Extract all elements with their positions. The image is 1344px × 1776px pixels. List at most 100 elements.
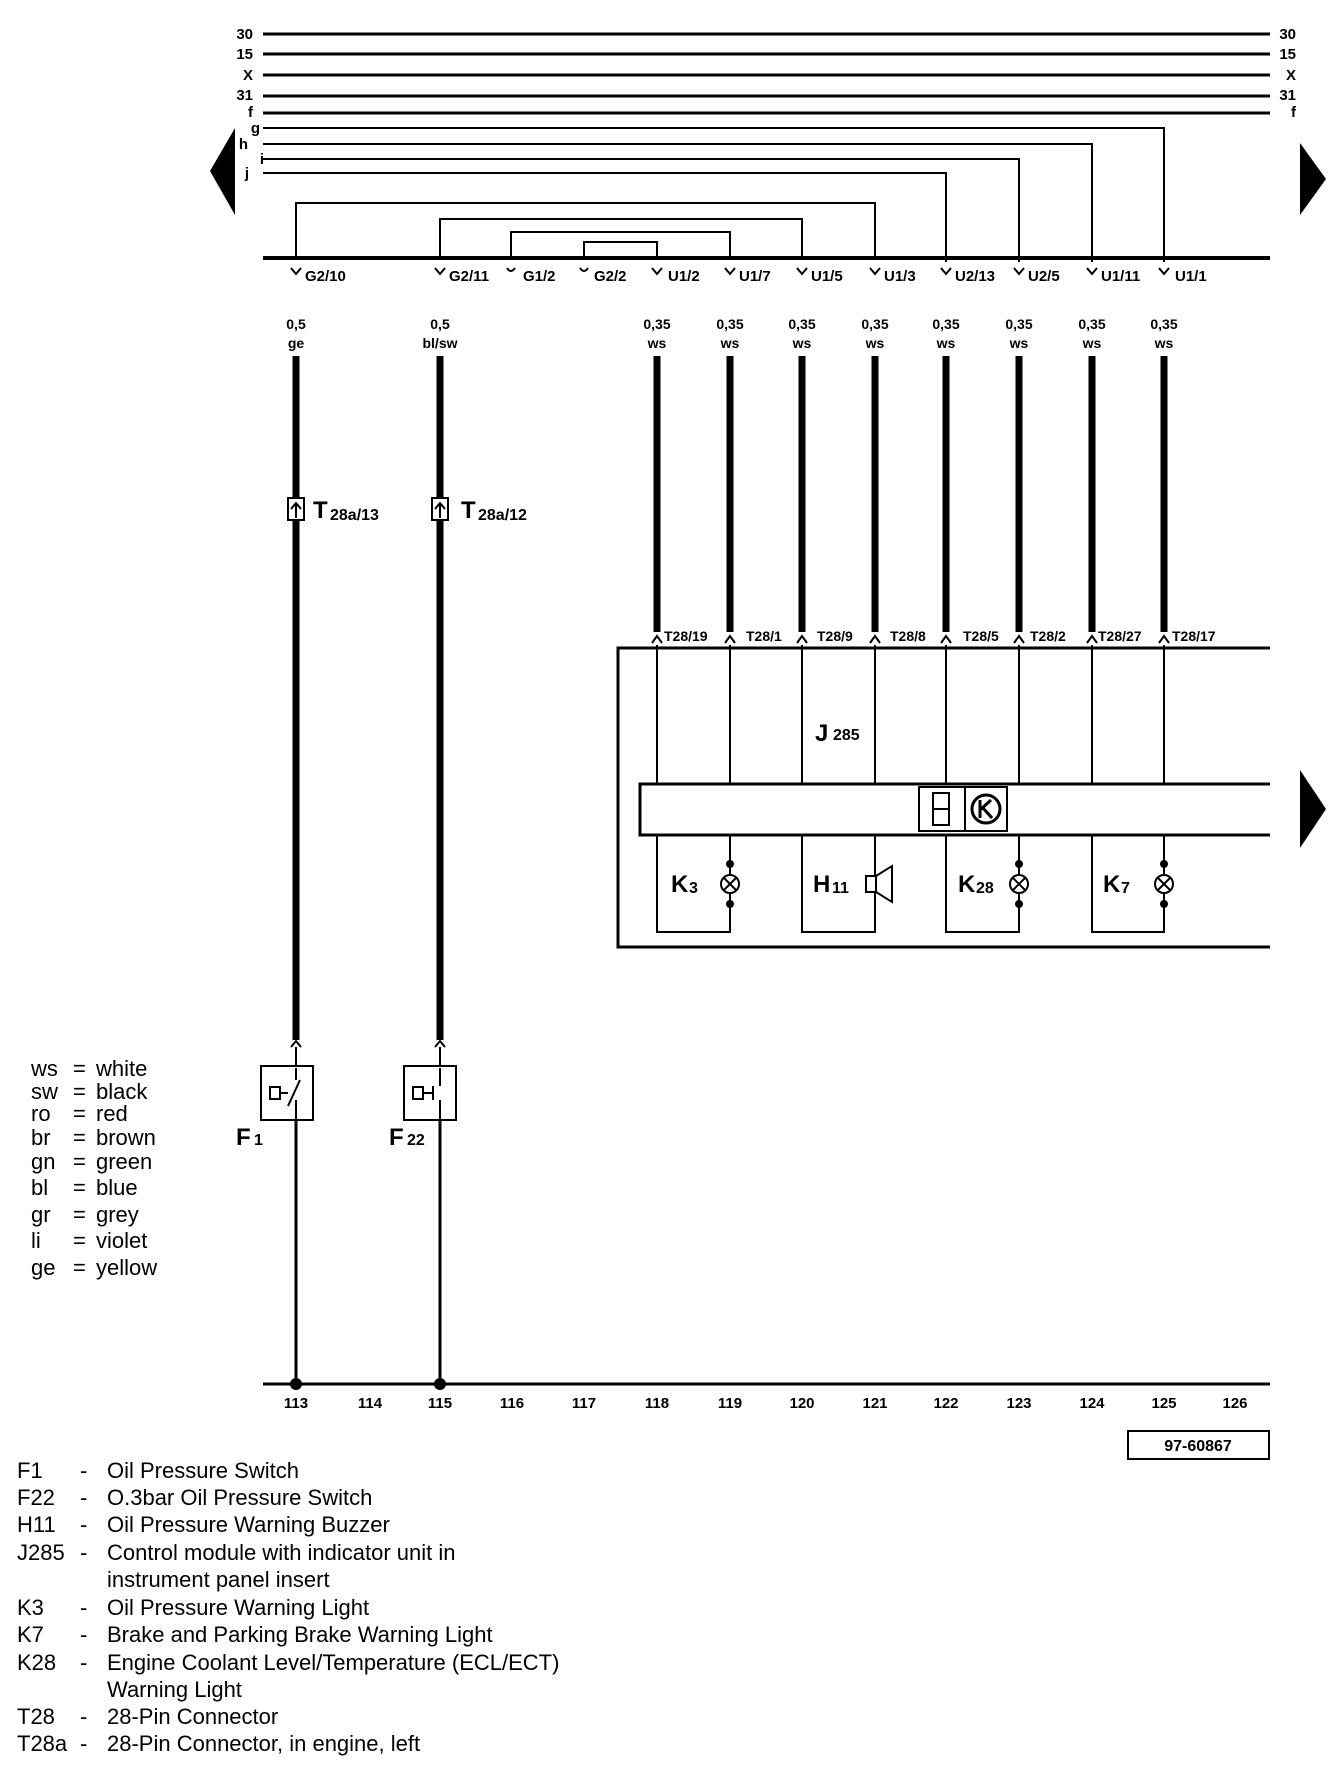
wire-size-g2-11: 0,5 bbox=[430, 316, 450, 332]
legend-dash: - bbox=[80, 1622, 87, 1647]
wire-color-u1-2: ws bbox=[647, 335, 667, 351]
jumper-g2-2-u1-2 bbox=[583, 241, 658, 258]
column-number: 118 bbox=[645, 1395, 669, 1412]
equals-sign: = bbox=[73, 1125, 86, 1150]
jumper-g2-10-u1-3 bbox=[295, 202, 876, 258]
wire-end-marker-f1 bbox=[290, 1039, 302, 1048]
t28-label-27: T28/27 bbox=[1098, 628, 1142, 644]
bus-label-30-right: 30 bbox=[1279, 26, 1296, 43]
equals-sign: = bbox=[73, 1255, 86, 1280]
wire-color-u1-7: ws bbox=[720, 335, 740, 351]
jumper-g1-2-u1-7 bbox=[510, 231, 731, 258]
wire-size-u2-5: 0,35 bbox=[1005, 316, 1032, 332]
color-name: brown bbox=[96, 1125, 156, 1150]
wire-size-u1-3: 0,35 bbox=[861, 316, 888, 332]
wire-size-u2-13: 0,35 bbox=[932, 316, 959, 332]
color-code: ge bbox=[31, 1255, 55, 1280]
jumper-g2-11-u1-5 bbox=[439, 218, 803, 258]
t28a-13-sub: 28a/13 bbox=[330, 507, 379, 524]
switch-contact-f1-icon bbox=[280, 1068, 301, 1120]
legend-desc: Oil Pressure Switch bbox=[107, 1458, 299, 1483]
legend-desc: Control module with indicator unit in bbox=[107, 1540, 456, 1565]
legend-desc: Engine Coolant Level/Temperature (ECL/EC… bbox=[107, 1650, 559, 1675]
legend-dash: - bbox=[80, 1704, 87, 1729]
column-number: 121 bbox=[862, 1395, 887, 1412]
k3-label-main: K bbox=[671, 871, 689, 898]
legend-desc: 28-Pin Connector bbox=[107, 1704, 278, 1729]
legend-dash: - bbox=[80, 1731, 87, 1756]
legend-desc: Brake and Parking Brake Warning Light bbox=[107, 1622, 493, 1647]
legend-dash: - bbox=[80, 1650, 87, 1675]
ground-junction-113 bbox=[290, 1378, 302, 1390]
branch-line-j bbox=[263, 172, 947, 262]
legend-desc-cont: Warning Light bbox=[107, 1677, 242, 1702]
t28-label-9: T28/9 bbox=[817, 628, 853, 644]
t28-label-5: T28/5 bbox=[963, 628, 999, 644]
wire-end-marker-f22 bbox=[434, 1039, 446, 1048]
connector-arrow-icon bbox=[434, 501, 446, 518]
pin-label-g2-10: G2/10 bbox=[305, 268, 346, 285]
bus-lines bbox=[263, 32, 1270, 115]
equals-sign: = bbox=[73, 1202, 86, 1227]
column-number: 119 bbox=[718, 1395, 742, 1412]
column-number: 117 bbox=[572, 1395, 596, 1412]
t28-label-1: T28/1 bbox=[746, 628, 782, 644]
ground-junction-115 bbox=[434, 1378, 446, 1390]
legend-code: F22 bbox=[17, 1485, 55, 1510]
legend-dash: - bbox=[80, 1512, 87, 1537]
t28-marker-19 bbox=[651, 634, 663, 644]
switch-f1: F 1 bbox=[236, 1039, 314, 1151]
legend-desc: Oil Pressure Warning Buzzer bbox=[107, 1512, 390, 1537]
wire-color-u2-13: ws bbox=[936, 335, 956, 351]
equals-sign: = bbox=[73, 1101, 86, 1126]
wire-color-g2-10: ge bbox=[288, 335, 305, 351]
t28-marker-9 bbox=[796, 634, 808, 644]
pin-labels: G2/10 G2/11 G1/2 G2/2 U1/2 U1/7 U1/5 U1/… bbox=[305, 268, 1207, 285]
k-indicator-icon bbox=[970, 793, 1002, 825]
color-code: gn bbox=[31, 1149, 55, 1174]
branch-label-j: j bbox=[244, 165, 249, 182]
legend-code: T28a bbox=[17, 1731, 68, 1756]
branch-label-i: i bbox=[260, 151, 264, 168]
k28-label-main: K bbox=[958, 871, 976, 898]
pin-marker-g2-2 bbox=[579, 267, 589, 272]
pin-label-g2-11: G2/11 bbox=[449, 268, 489, 285]
continuation-arrow-right[interactable] bbox=[1300, 143, 1326, 215]
color-name: red bbox=[96, 1101, 128, 1126]
bus-label-x-right: X bbox=[1286, 67, 1296, 84]
bus-label-15: 15 bbox=[236, 46, 253, 63]
legend-code: K28 bbox=[17, 1650, 56, 1675]
pin-label-g2-2: G2/2 bbox=[594, 268, 627, 285]
t28-label-17: T28/17 bbox=[1172, 628, 1216, 644]
f22-label-sub: 22 bbox=[407, 1132, 425, 1149]
t28-marker-2 bbox=[1013, 634, 1025, 644]
color-code-legend: ws = white sw = black ro = red br = brow… bbox=[30, 1056, 157, 1280]
bus-label-f-right: f bbox=[1291, 104, 1297, 121]
t28-marker-1 bbox=[724, 634, 736, 644]
pin-marker-u2-5 bbox=[1013, 267, 1025, 276]
color-name: black bbox=[96, 1079, 148, 1104]
continuation-arrow-right-lower[interactable] bbox=[1300, 770, 1326, 848]
column-number: 123 bbox=[1006, 1395, 1031, 1412]
wires bbox=[292, 356, 1168, 1040]
continuation-arrow-left[interactable] bbox=[210, 128, 235, 215]
t28-label-19: T28/19 bbox=[664, 628, 708, 644]
wire-color-u1-11: ws bbox=[1082, 335, 1102, 351]
bus-label-31: 31 bbox=[236, 87, 253, 104]
pin-marker-g2-10 bbox=[290, 267, 302, 276]
wire-size-u1-2: 0,35 bbox=[643, 316, 670, 332]
legend-code: K7 bbox=[17, 1622, 44, 1647]
color-name: green bbox=[96, 1149, 152, 1174]
pin-label-u2-13: U2/13 bbox=[955, 268, 995, 285]
f1-label-sub: 1 bbox=[254, 1132, 263, 1149]
wire-color-u1-3: ws bbox=[865, 335, 885, 351]
column-number: 126 bbox=[1222, 1395, 1247, 1412]
pressure-sensor-f1-icon bbox=[269, 1086, 281, 1100]
wire-size-u1-5: 0,35 bbox=[788, 316, 815, 332]
pin-marker-u1-3 bbox=[869, 267, 881, 276]
pin-label-g1-2: G1/2 bbox=[523, 268, 556, 285]
pin-label-u1-2: U1/2 bbox=[668, 268, 700, 285]
legend-code: H11 bbox=[17, 1512, 56, 1537]
branch-labels: g h i j bbox=[239, 120, 264, 182]
j285-module: J 285 bbox=[616, 645, 1270, 949]
